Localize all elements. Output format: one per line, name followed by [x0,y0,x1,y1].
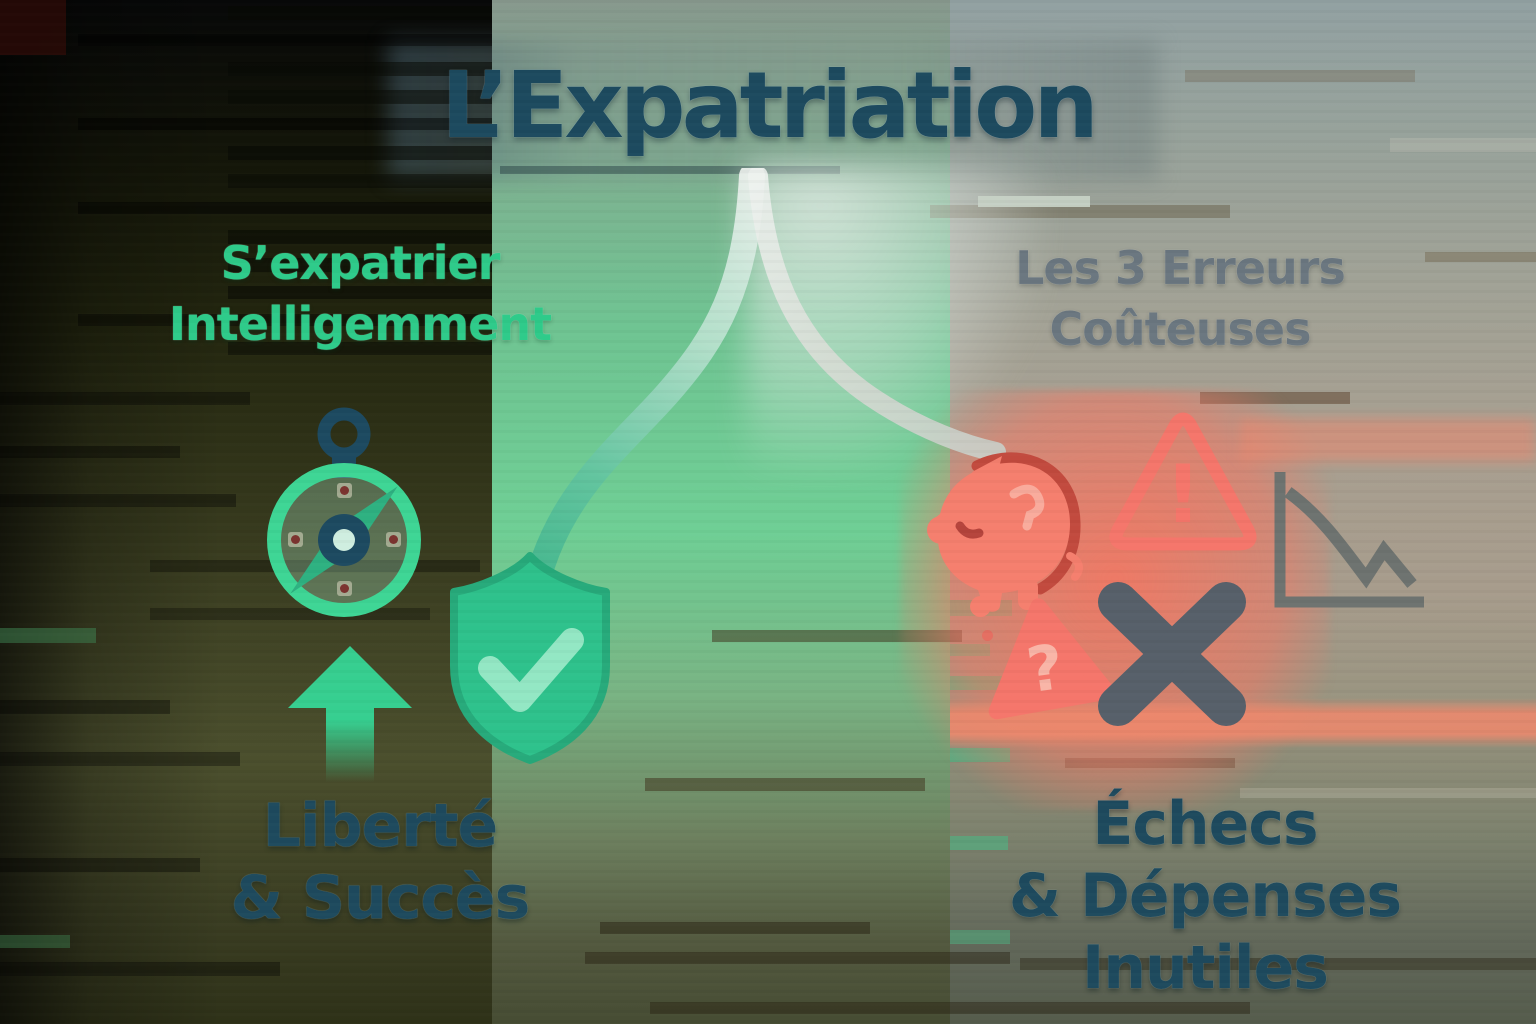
x-mark-icon [1098,582,1246,726]
coin-dot [970,596,991,617]
warning-exclamation-icon: ! [1109,412,1257,551]
light-dash [978,196,1090,207]
title-haze [388,40,1158,180]
compass-icon [267,407,421,617]
left-heading: S’expatrier Intelligemment [95,233,625,354]
piggy-bank-icon [927,452,1083,612]
left-outcome-line2: & Succès [230,863,531,933]
left-heading-line2: Intelligemment [168,296,552,351]
right-heading-line2: Coûteuses [1049,301,1311,356]
corner-red-block [0,0,66,55]
path-branch-left [519,168,765,619]
page-title: L’Expatriation [441,52,1099,159]
right-heading: Les 3 Erreurs Coûteuses [915,238,1445,359]
warning-question-icon: ? [988,598,1116,720]
declining-chart-icon [1274,472,1424,608]
arrow-up-icon [288,646,412,782]
shield-check-icon [450,552,610,764]
right-outcome-line2: & Dépenses [1008,861,1402,931]
right-heading-line1: Les 3 Erreurs [1015,241,1346,295]
branching-path [519,168,1006,619]
path-branch-right [748,168,1006,462]
right-outcome: Échecs & Dépenses Inutiles [925,788,1485,1004]
right-outcome-line3: Inutiles [1082,933,1329,1003]
left-heading-line1: S’expatrier [220,236,501,290]
exclamation-glyph: ! [1165,448,1201,541]
left-outcome-line1: Liberté [262,791,498,861]
salmon-band-upper [1240,418,1536,462]
right-outcome-line1: Échecs [1092,789,1318,859]
coin-dot [982,630,993,641]
left-outcome: Liberté & Succès [110,790,650,934]
